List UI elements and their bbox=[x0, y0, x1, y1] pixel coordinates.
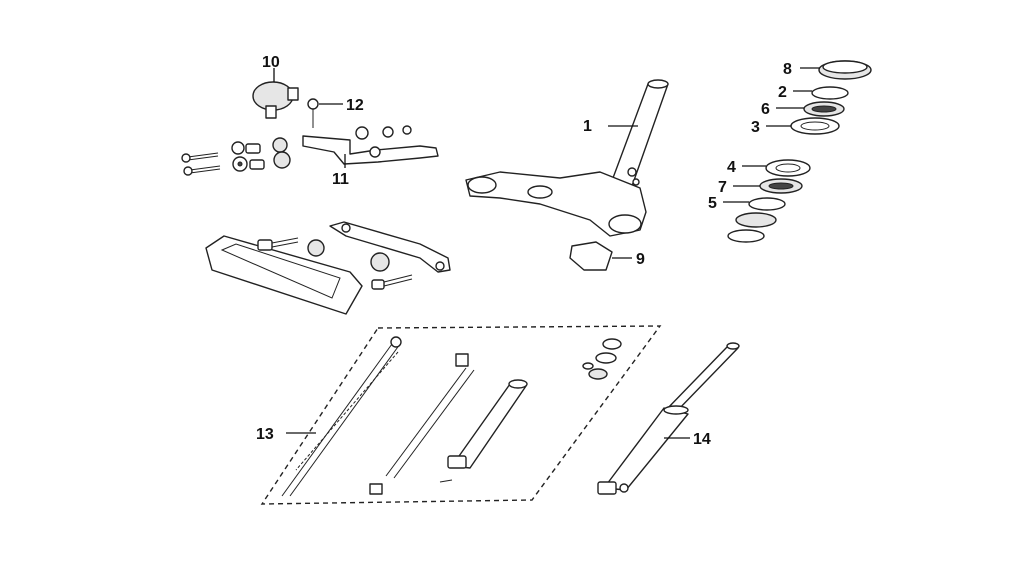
callout-10: 10 bbox=[262, 54, 280, 71]
callout-4: 4 bbox=[727, 159, 736, 176]
callout-1: 1 bbox=[583, 118, 592, 135]
part-4-race bbox=[765, 159, 811, 177]
part-13-fork-kit bbox=[260, 325, 662, 505]
callout-14: 14 bbox=[693, 431, 711, 448]
part-11-bracket bbox=[181, 125, 439, 176]
part-9-cover bbox=[569, 241, 613, 271]
callout-9: 9 bbox=[636, 251, 645, 268]
callout-8: 8 bbox=[783, 61, 792, 78]
part-14-fork-leg bbox=[597, 342, 740, 495]
callout-7: 7 bbox=[718, 179, 727, 196]
reflector-bracket bbox=[205, 221, 451, 315]
part-3-race bbox=[790, 117, 840, 135]
part-7-bearing bbox=[759, 178, 803, 194]
callout-2: 2 bbox=[778, 84, 787, 101]
part-1-steering-stem bbox=[465, 79, 669, 237]
callout-5: 5 bbox=[708, 195, 717, 212]
part-2-race bbox=[811, 86, 849, 100]
part-10-horn bbox=[252, 81, 299, 119]
callout-13: 13 bbox=[256, 426, 274, 443]
part-8-nut bbox=[818, 60, 872, 80]
callout-6: 6 bbox=[761, 101, 770, 118]
callout-3: 3 bbox=[751, 119, 760, 136]
part-5-race bbox=[727, 197, 786, 243]
part-12-screw bbox=[307, 98, 319, 128]
callout-12: 12 bbox=[346, 97, 364, 114]
part-6-bearing bbox=[803, 101, 845, 117]
callout-11: 11 bbox=[332, 171, 349, 188]
